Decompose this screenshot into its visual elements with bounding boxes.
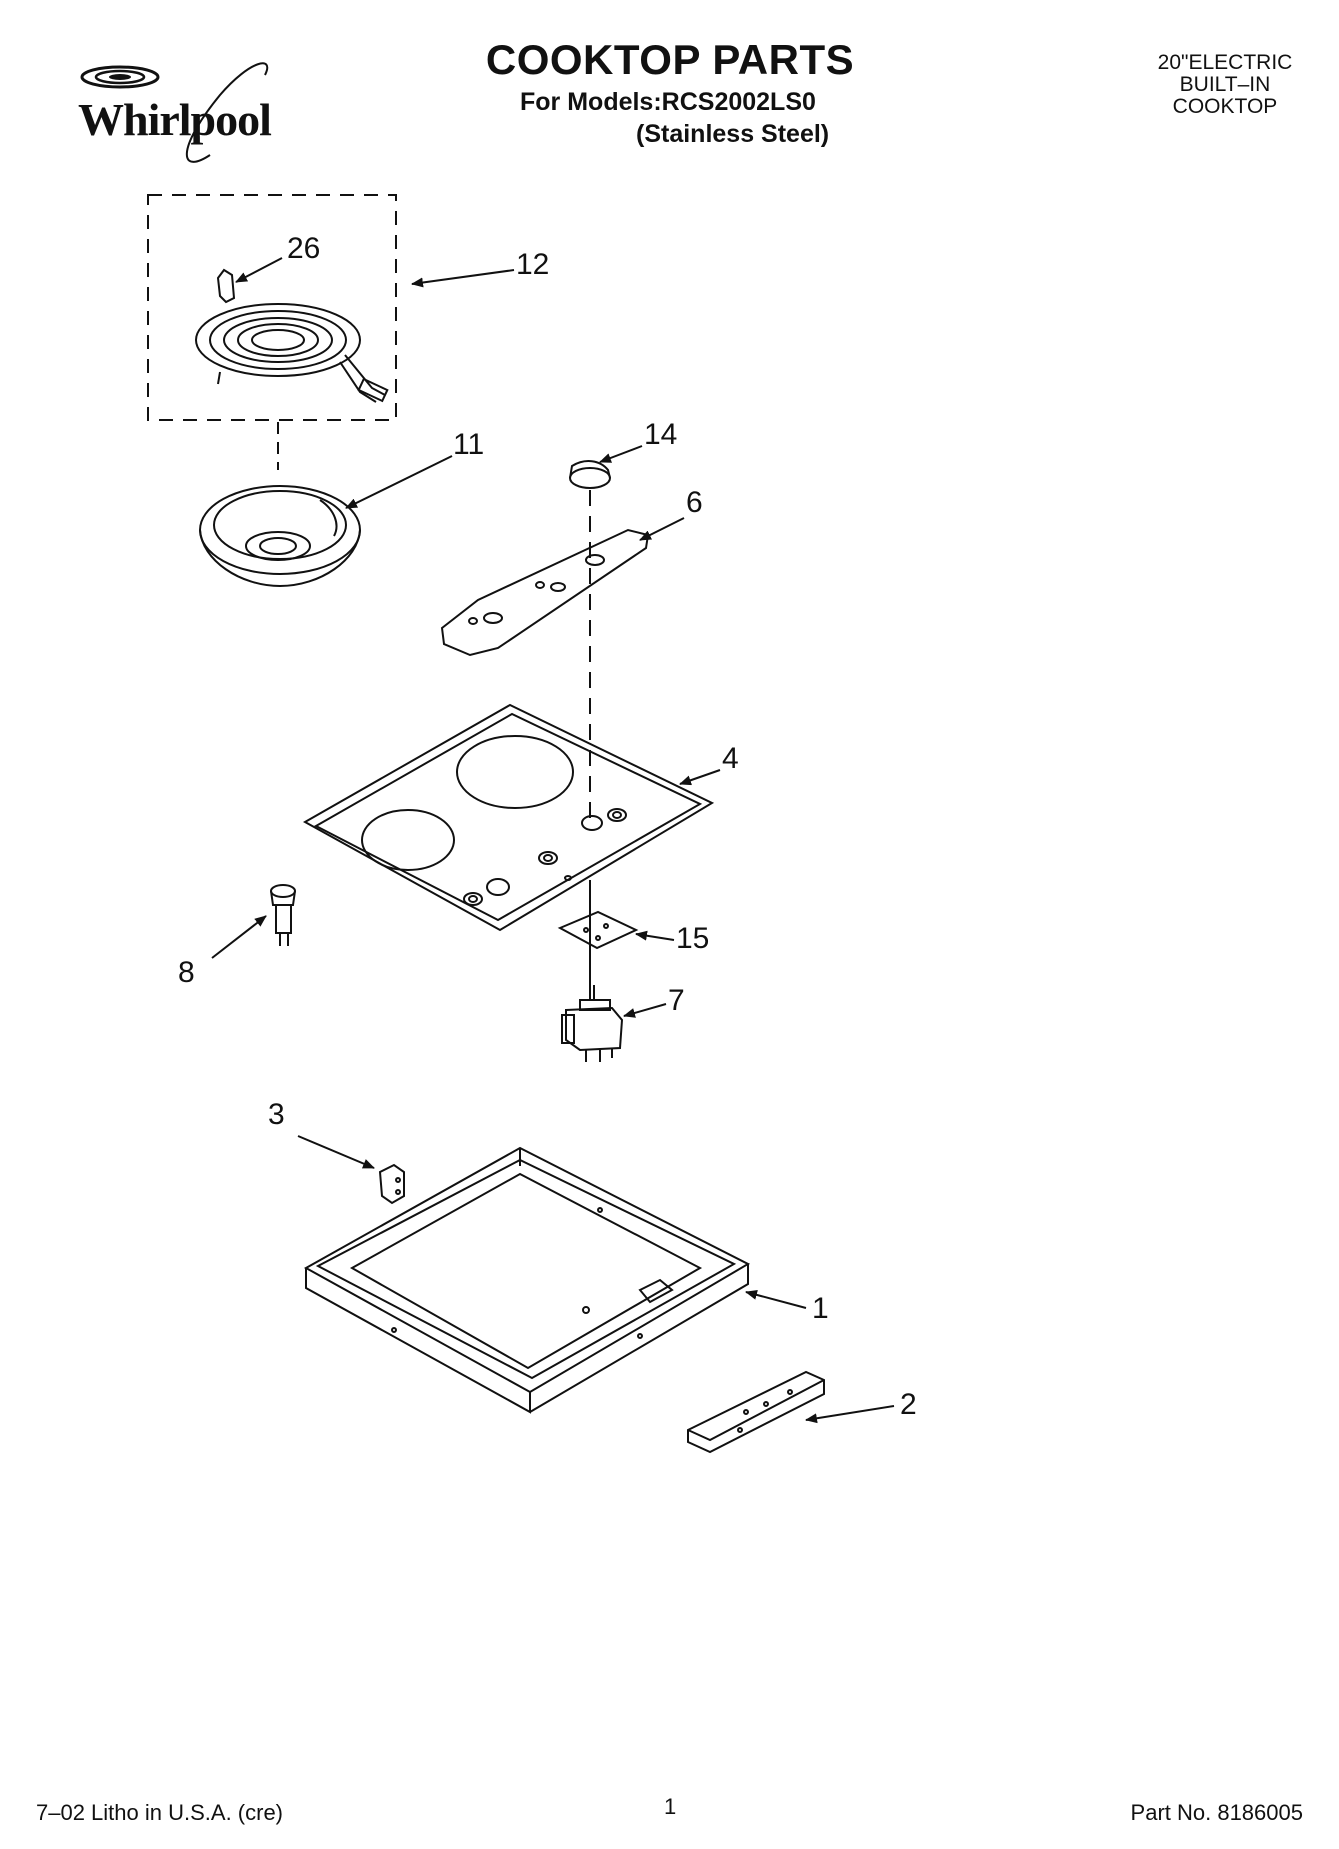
leader-26 (235, 257, 283, 283)
callout-14: 14 (644, 418, 678, 451)
callout-15: 15 (676, 922, 710, 955)
part-4-cooktop (302, 703, 715, 932)
product-type-line-2: BUILT–IN (1179, 73, 1271, 96)
part-14-knob (569, 460, 611, 489)
leader-3 (297, 1135, 375, 1169)
product-type-line-3: COOKTOP (1172, 95, 1278, 118)
surface-element-coil (195, 303, 389, 403)
part-11-drip-bowl (199, 485, 361, 588)
callout-4: 4 (722, 742, 739, 775)
page-number: 1 (664, 1794, 677, 1819)
part-7-switch (561, 985, 624, 1062)
callout-12: 12 (516, 248, 550, 281)
part-number: Part No. 8186005 (1130, 1800, 1303, 1825)
leader-11 (345, 455, 453, 509)
callout-2: 2 (900, 1388, 917, 1421)
finish-line: (Stainless Steel) (636, 120, 830, 148)
part-3-bracket (378, 1163, 405, 1205)
model-line: For Models:RCS2002LS0 (520, 88, 816, 116)
whirlpool-swirl-icon (80, 62, 269, 163)
leader-12 (411, 269, 515, 288)
callout-1: 1 (812, 1292, 829, 1325)
part-2-mounting-bracket (687, 1370, 825, 1454)
leader-1 (745, 1290, 807, 1309)
leader-6 (639, 517, 685, 541)
part-1-housing (303, 1146, 751, 1414)
litho-note: 7–02 Litho in U.S.A. (cre) (36, 1800, 284, 1825)
callout-3: 3 (268, 1098, 285, 1131)
whirlpool-logo: Whirlpool (60, 55, 290, 175)
callout-11: 11 (453, 428, 485, 461)
part-12-surface-element-group (147, 194, 397, 421)
leader-7 (623, 1003, 667, 1018)
callout-7: 7 (668, 984, 685, 1017)
callout-8: 8 (178, 956, 195, 989)
part-6-control-panel (440, 528, 650, 657)
leader-lines (211, 257, 895, 1424)
leader-2 (805, 1405, 895, 1424)
part-15-pad (557, 910, 639, 950)
part-26-clip (216, 268, 236, 304)
page-title: COOKTOP PARTS (485, 36, 855, 83)
callout-26: 26 (287, 232, 321, 265)
leader-15 (635, 930, 675, 941)
callout-6: 6 (686, 486, 703, 519)
leader-4 (679, 769, 721, 786)
part-8-indicator-light (270, 884, 296, 946)
leader-14 (599, 445, 643, 463)
leader-8 (211, 915, 267, 959)
product-type-line-1: 20"ELECTRIC (1157, 51, 1293, 74)
brand-wordmark: Whirlpool (78, 94, 272, 145)
product-type: 20"ELECTRIC BUILT–IN COOKTOP (1140, 52, 1310, 118)
